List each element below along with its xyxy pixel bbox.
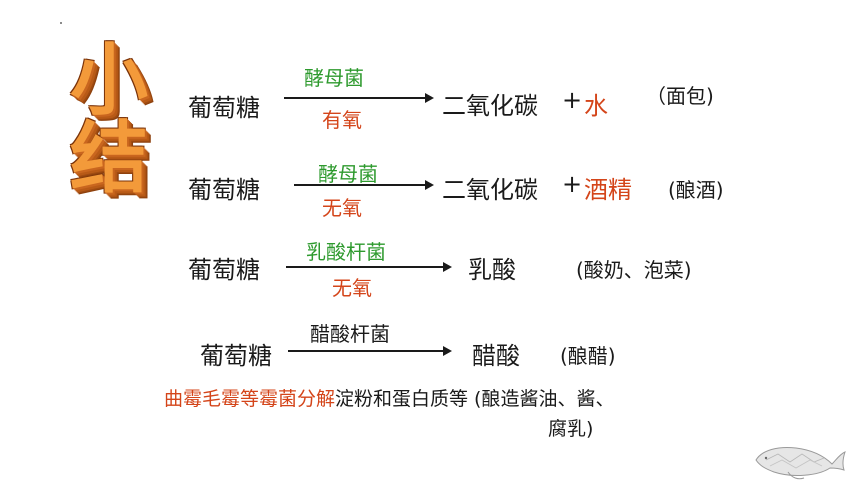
reactant: 葡萄糖 [200,342,272,370]
product-extra: 酒精 [584,176,632,204]
summary-line-2: 腐乳) [548,418,594,440]
product: 二氧化碳 [442,92,538,120]
plus-sign: + [562,86,583,114]
product: 乳酸 [468,256,516,284]
condition-organism: 酵母菌 [318,162,378,186]
product: 醋酸 [472,342,520,370]
reaction-arrow [286,262,452,272]
product-extra: 水 [584,92,608,120]
decorative-dot [60,22,62,24]
application-note: （面包) [646,84,714,108]
summary-highlight: 曲霉毛霉等霉菌分解 [164,388,336,410]
condition-oxygen: 无氧 [322,196,362,220]
reactant: 葡萄糖 [188,176,260,204]
reaction-arrow [294,180,434,190]
reactant: 葡萄糖 [188,94,260,122]
condition-oxygen: 无氧 [332,276,372,300]
application-note: (酸奶、泡菜) [576,258,692,282]
summary-text: 淀粉和蛋白质等 (酿造酱油、酱、 [335,388,615,410]
application-note: (酿醋) [560,344,616,368]
reactant: 葡萄糖 [188,256,260,284]
summary-line-1: 曲霉毛霉等霉菌分解淀粉和蛋白质等 (酿造酱油、酱、 [164,384,614,411]
condition-organism: 酵母菌 [304,66,364,90]
condition-organism: 乳酸杆菌 [306,240,386,264]
reaction-arrow [288,346,452,356]
condition-oxygen: 有氧 [322,108,362,132]
plus-sign: + [562,170,583,198]
whale-icon [755,447,846,480]
reaction-arrow [284,93,434,103]
application-note: (酿酒) [668,178,724,202]
title-char-1: 小 [70,36,149,126]
condition-organism: 醋酸杆菌 [310,322,390,346]
title-char-2: 结 [70,114,149,204]
product: 二氧化碳 [442,176,538,204]
